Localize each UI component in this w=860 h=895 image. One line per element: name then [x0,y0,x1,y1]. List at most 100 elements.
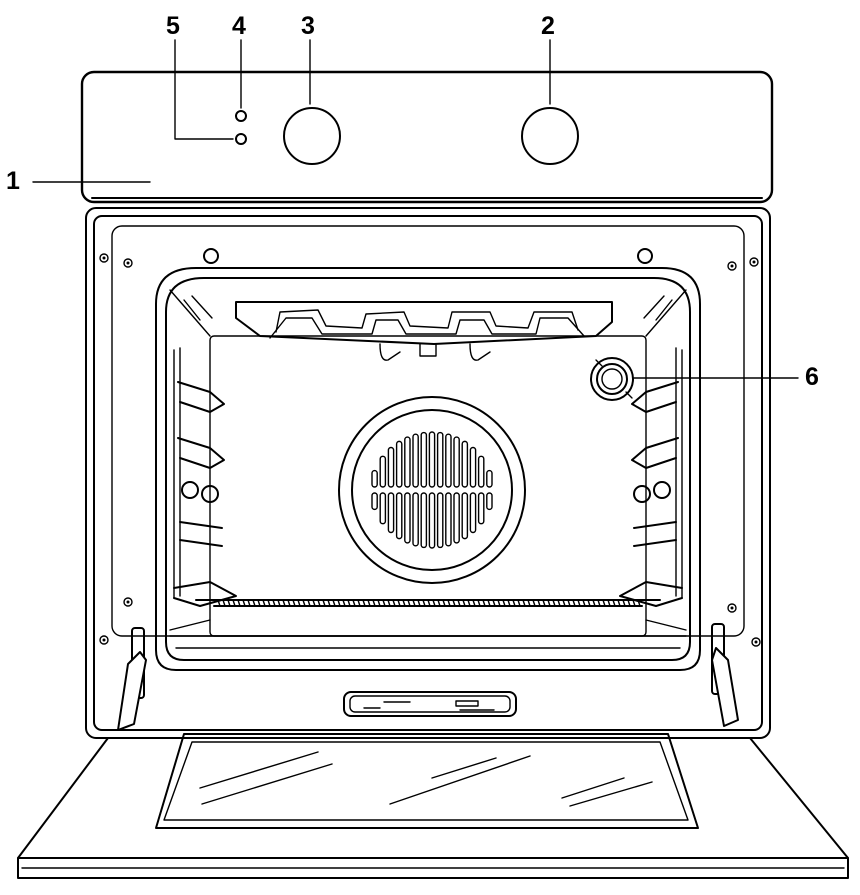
fan-slot [387,446,395,488]
fan-slot [428,492,436,549]
rack-wire [617,599,621,607]
rack-wire [247,599,251,607]
rack-wire [367,599,371,607]
oven-door [17,733,849,879]
fan-slot [453,436,460,488]
rack-wire [422,599,426,607]
rack-wire [547,599,551,607]
rack-wire [462,599,466,607]
rack-wire [572,599,576,607]
rack-wire [352,599,356,607]
rack-wire [292,599,296,607]
rack-wire [592,599,596,607]
callout-6: 6 [805,363,819,391]
rack-wire [227,599,231,607]
rack-wire [432,599,436,607]
rack-wire [327,599,331,607]
control-panel [80,70,774,204]
rack-wire [332,599,336,607]
rack-wire [517,599,521,607]
rack-wire [442,599,446,607]
rack-wire [582,599,586,607]
fan-slot [379,492,387,525]
rack-wire [452,599,456,607]
rack-wire [587,599,591,607]
rack-wire [627,599,631,607]
rack-wire [612,599,616,607]
shelf-supports [173,347,683,607]
rack-wire [252,599,256,607]
fan-slot [428,431,436,488]
rack-wire [307,599,311,607]
rack-wire [417,599,421,607]
knob-3[interactable] [283,107,341,165]
rack-wire [407,599,411,607]
rack-wire [602,599,606,607]
fan-slot [404,436,411,488]
indicator-light-5 [235,133,247,145]
knob-2[interactable] [521,107,579,165]
rack-wire [597,599,601,607]
rack-wire [542,599,546,607]
fan-slot [412,433,419,488]
rack-wire [577,599,581,607]
callout-1: 1 [6,167,20,195]
rack-wire [537,599,541,607]
rack-wire [507,599,511,607]
rack-wire [397,599,401,607]
rack-wire [632,599,636,607]
rack-wire [562,599,566,607]
rack-wire [272,599,276,607]
rack-wire [522,599,526,607]
fan-slot [379,455,387,488]
oven-frame [85,207,771,739]
rack-wire [267,599,271,607]
fan-slot [461,440,469,488]
rack-wire [372,599,376,607]
rack-wire [567,599,571,607]
fan-slot [436,492,444,549]
rack-wire [382,599,386,607]
rack-wire [497,599,501,607]
rack-wire [232,599,236,607]
leader-lines [32,39,799,379]
fan-slot [412,492,419,547]
rack-wire [377,599,381,607]
wire-rack [195,599,661,607]
fan-slot [371,469,378,488]
fan-slot [469,492,477,534]
rack-wire [502,599,506,607]
rack-wire [527,599,531,607]
door-hinges [117,623,739,731]
rack-wire [622,599,626,607]
rack-wire [337,599,341,607]
rack-wire [402,599,406,607]
fan-slot [420,492,428,549]
fan-slot [371,492,378,511]
fan-slot [477,492,485,525]
rack-wire [277,599,281,607]
grill-heating-element [235,301,613,361]
rack-wire [532,599,536,607]
rack-wire [287,599,291,607]
rack-wire [487,599,491,607]
rack-wire [347,599,351,607]
rack-wire [322,599,326,607]
rack-wire [472,599,476,607]
door-latch-plate [343,691,517,717]
fan-slot [461,492,469,540]
rack-wire [607,599,611,607]
rack-wire [492,599,496,607]
fan-slot [469,446,477,488]
oven-cavity [155,267,701,671]
rack-wire [512,599,516,607]
fan-slot [387,492,395,534]
oven-lamp [590,357,634,401]
callout-5: 5 [166,12,180,40]
fan-slot [445,433,452,488]
rack-wire [317,599,321,607]
callout-2: 2 [541,12,555,40]
rack-wire [392,599,396,607]
rack-wire [447,599,451,607]
indicator-light-4 [235,110,247,122]
